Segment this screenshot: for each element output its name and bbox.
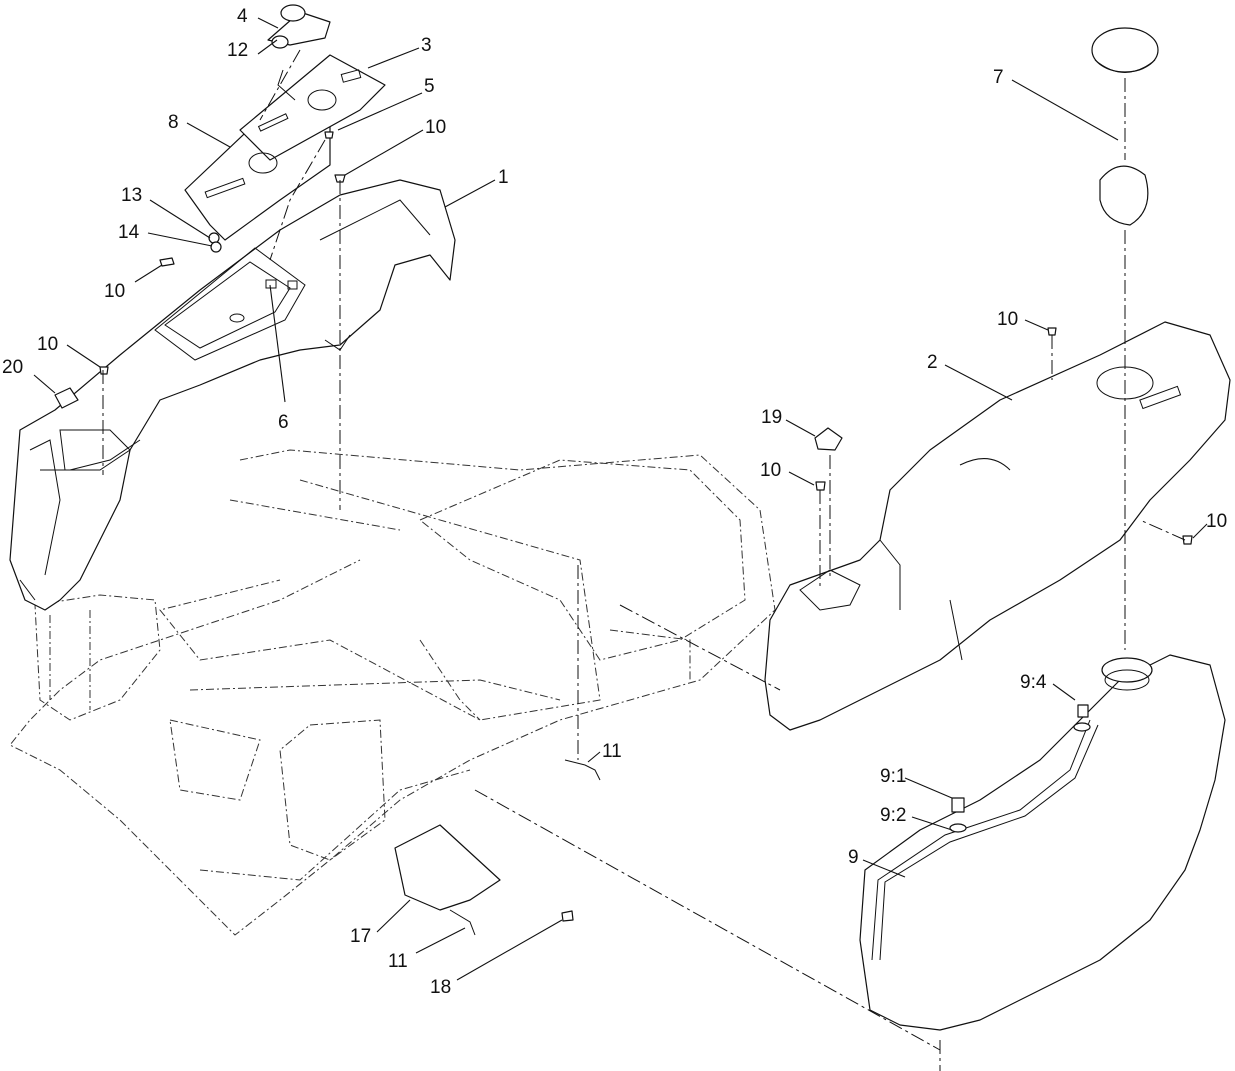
callout-6: 6 — [278, 412, 289, 433]
leader-lines — [33, 17, 1208, 981]
callout-2: 2 — [927, 352, 938, 373]
callout-18: 18 — [430, 977, 451, 998]
knob-12 — [271, 35, 289, 49]
callout-10a: 10 — [425, 117, 446, 138]
callout-12: 12 — [227, 40, 248, 61]
callout-10e: 10 — [760, 460, 781, 481]
callout-20: 20 — [2, 357, 23, 378]
callout-10d: 10 — [997, 309, 1018, 330]
cap-19 — [814, 427, 843, 451]
callout-10b: 10 — [104, 281, 125, 302]
callout-14: 14 — [118, 222, 140, 243]
callout-9-2: 9:2 — [880, 805, 906, 826]
rear-body-shroud — [9, 179, 456, 611]
callout-13: 13 — [121, 185, 142, 206]
callout-9: 9 — [848, 847, 859, 868]
callout-7: 7 — [993, 67, 1004, 88]
bracket-17 — [394, 824, 501, 911]
fuel-cap-7 — [1091, 27, 1159, 226]
callout-9-4: 9:4 — [1020, 672, 1047, 693]
callout-9-1: 9:1 — [880, 766, 906, 787]
control-panel-assembly — [184, 4, 386, 253]
cap-20 — [54, 387, 79, 409]
callout-labels: 1 2 3 4 5 6 7 8 9 9:1 9:2 9:4 10 10 10 1… — [2, 6, 1227, 998]
callout-1: 1 — [498, 167, 509, 188]
callout-11b: 11 — [388, 951, 408, 972]
fuel-tank-9 — [859, 654, 1226, 1031]
callout-19: 19 — [761, 407, 782, 428]
callout-10f: 10 — [1206, 511, 1227, 532]
assembly-centerlines — [102, 49, 1186, 1071]
callout-8: 8 — [168, 112, 179, 133]
fitting-11b — [449, 909, 476, 936]
chassis-frame-phantom — [9, 449, 776, 936]
callout-10c: 10 — [37, 334, 58, 355]
callout-17: 17 — [350, 926, 371, 947]
callout-4: 4 — [237, 6, 248, 27]
screws — [99, 131, 1193, 922]
seat-pan-2 — [764, 321, 1231, 731]
callout-3: 3 — [421, 35, 432, 56]
callout-11a: 11 — [602, 741, 622, 762]
fitting-11a — [564, 759, 601, 781]
callout-5: 5 — [424, 76, 435, 97]
